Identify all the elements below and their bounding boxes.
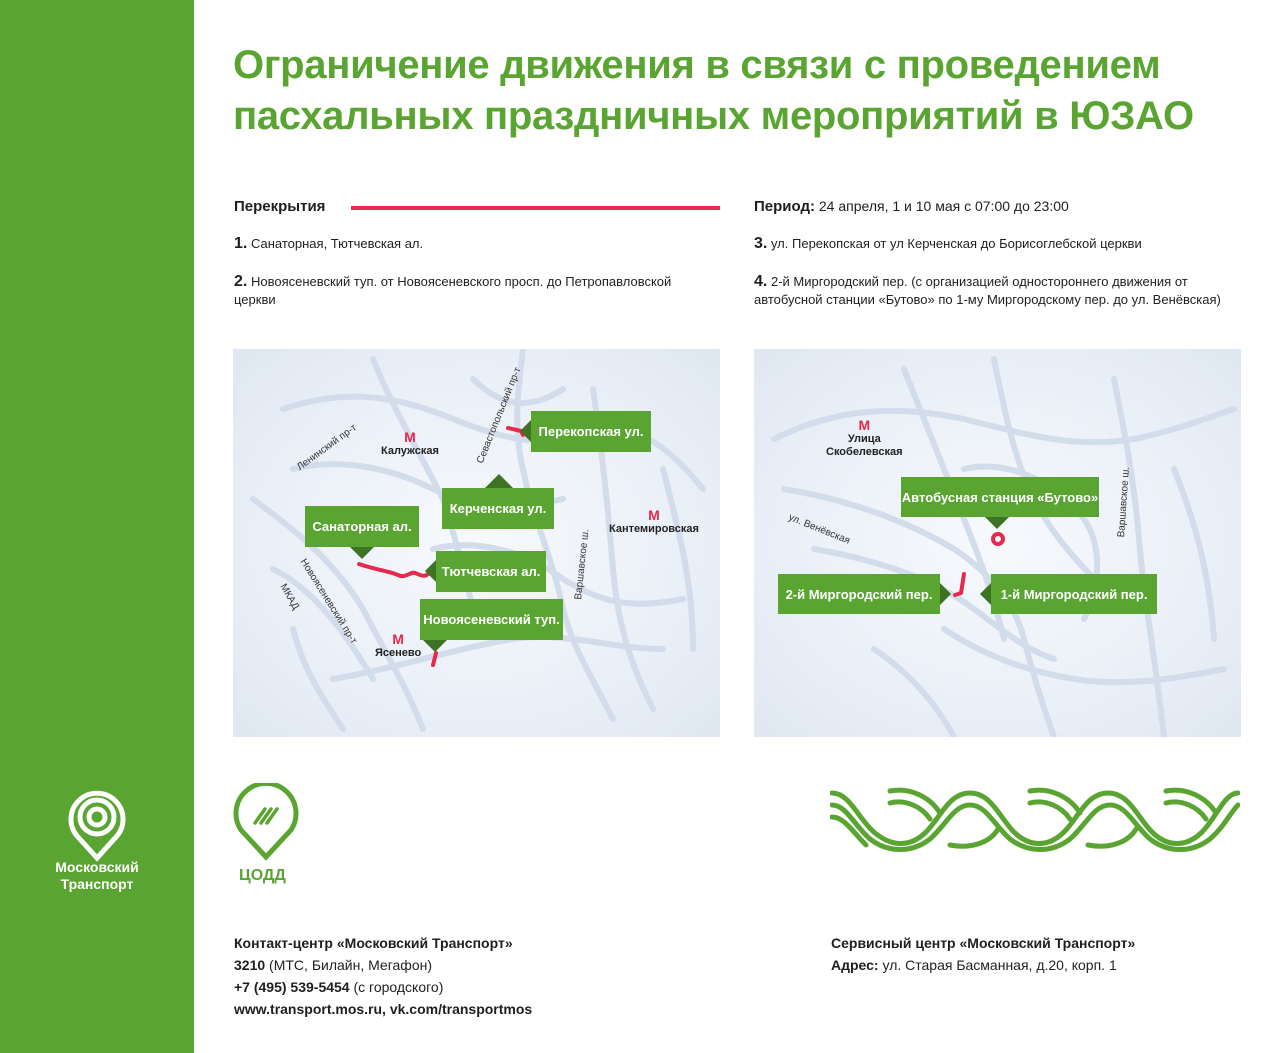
service-address: ул. Старая Басманная, д.20, корп. 1	[882, 957, 1117, 973]
period-value: 24 апреля, 1 и 10 мая с 07:00 до 23:00	[818, 198, 1069, 214]
period-label: Период:	[754, 198, 815, 215]
closure-text: ул. Перекопская от ул Керченская до Бори…	[770, 236, 1142, 251]
map-right[interactable]: Автобусная станция «Бутово» 2-й Миргород…	[754, 349, 1241, 737]
metro-yasenevo: М Ясенево	[375, 631, 421, 660]
page-title: Ограничение движения в связи с проведени…	[233, 40, 1253, 142]
metro-kaluzhskaya: М Калужская	[381, 429, 439, 458]
contact-phone[interactable]: +7 (495) 539-5454	[234, 979, 350, 995]
closure-text: церкви	[234, 292, 276, 307]
period: Период: 24 апреля, 1 и 10 мая с 07:00 до…	[754, 198, 1069, 215]
closure-item-2: 2. Новоясеневский туп. от Новоясеневског…	[234, 273, 714, 309]
callout-perekopskaya: Перекопская ул.	[531, 411, 651, 452]
title-line-2: пасхальных праздничных мероприятий в ЮЗА…	[233, 94, 1194, 138]
closure-num: 3.	[754, 235, 768, 252]
callout-novoyasenevsky-tup: Новоясеневский туп.	[420, 599, 563, 640]
codd-logo-icon	[233, 783, 299, 861]
metro-icon: М	[858, 417, 871, 433]
service-center: Сервисный центр «Московский Транспорт» А…	[831, 932, 1135, 976]
closure-text: Санаторная, Тютчевская ал.	[250, 236, 424, 251]
metro-kantemirovskaya: М Кантемировская	[609, 507, 699, 536]
metro-skobelevskaya: М Улица Скобелевская	[826, 417, 903, 459]
closure-line-novoyasenevsky	[431, 651, 438, 667]
contact-phone-note: (с городского)	[353, 979, 444, 995]
closures-red-rule	[351, 206, 720, 210]
closure-text: 2-й Миргородский пер. (с организацией од…	[770, 274, 1188, 289]
callout-sanatornaya: Санаторная ал.	[305, 506, 419, 547]
metro-icon: М	[404, 429, 416, 445]
metro-name: Ясенево	[375, 647, 422, 659]
brand-line-1: Московский	[55, 859, 139, 875]
sidebar: Московский Транспорт	[0, 0, 194, 1053]
closure-text: автобусной станции «Бутово» по 1-му Мирг…	[754, 292, 1221, 307]
contact-center: Контакт-центр «Московский Транспорт» 321…	[234, 932, 532, 1020]
callout-pointer	[425, 560, 436, 582]
contact-title: Контакт-центр «Московский Транспорт»	[234, 935, 513, 951]
closure-text: Новоясеневский туп. от Новоясеневского п…	[250, 274, 672, 289]
closure-item-1: 1. Санаторная, Тютчевская ал.	[234, 235, 423, 253]
closure-num: 2.	[234, 273, 248, 290]
contact-web-links[interactable]: www.transport.mos.ru, vk.com/transportmo…	[234, 1001, 533, 1017]
metro-name: Кантемировская	[609, 523, 699, 535]
closure-line-mirgorodsky	[953, 572, 966, 597]
map-right-roads	[771, 356, 1237, 737]
metro-name-line-2: Скобелевская	[826, 446, 903, 458]
closure-num: 4.	[754, 273, 768, 290]
callout-butovo-station: Автобусная станция «Бутово»	[901, 477, 1099, 517]
callout-pointer	[520, 420, 531, 442]
callout-pointer	[980, 583, 991, 605]
closure-line-sanatornaya	[357, 562, 433, 579]
title-line-1: Ограничение движения в связи с проведени…	[233, 43, 1161, 87]
metro-icon: М	[392, 631, 404, 647]
callout-kerchenskaya: Керченская ул.	[442, 488, 554, 529]
callout-pointer	[423, 640, 447, 652]
contact-short-number[interactable]: 3210	[234, 957, 266, 973]
callout-pointer	[350, 547, 374, 559]
metro-icon: М	[648, 507, 660, 523]
closure-item-4: 4. 2-й Миргородский пер. (с организацией…	[754, 273, 1254, 309]
metro-name-line-1: Улица	[847, 433, 881, 445]
callout-tyutchevskaya: Тютчевская ал.	[436, 551, 546, 592]
codd-name: ЦОДД	[239, 867, 286, 884]
metro-name: Калужская	[381, 445, 439, 457]
contact-short-note: (МТС, Билайн, Мегафон)	[269, 957, 432, 973]
callout-mirgorodsky-1: 1-й Миргородский пер.	[991, 574, 1157, 614]
moscow-transport-name: Московский Транспорт	[40, 859, 154, 893]
callout-pointer	[985, 517, 1009, 529]
moscow-transport-logo-icon	[68, 790, 126, 862]
closures-label: Перекрытия	[234, 198, 326, 215]
service-address-label: Адрес:	[831, 957, 879, 973]
closure-num: 1.	[234, 235, 248, 252]
service-title: Сервисный центр «Московский Транспорт»	[831, 935, 1136, 951]
closure-item-3: 3. ул. Перекопская от ул Керченская до Б…	[754, 235, 1142, 253]
brand-line-2: Транспорт	[60, 876, 134, 892]
wave-pattern-icon	[830, 787, 1240, 852]
callout-pointer	[485, 474, 513, 488]
callout-pointer	[940, 583, 951, 605]
map-left[interactable]: Перекопская ул. Керченская ул. Санаторна…	[233, 349, 720, 737]
callout-mirgorodsky-2: 2-й Миргородский пер.	[778, 574, 940, 614]
bus-station-marker	[991, 532, 1005, 546]
